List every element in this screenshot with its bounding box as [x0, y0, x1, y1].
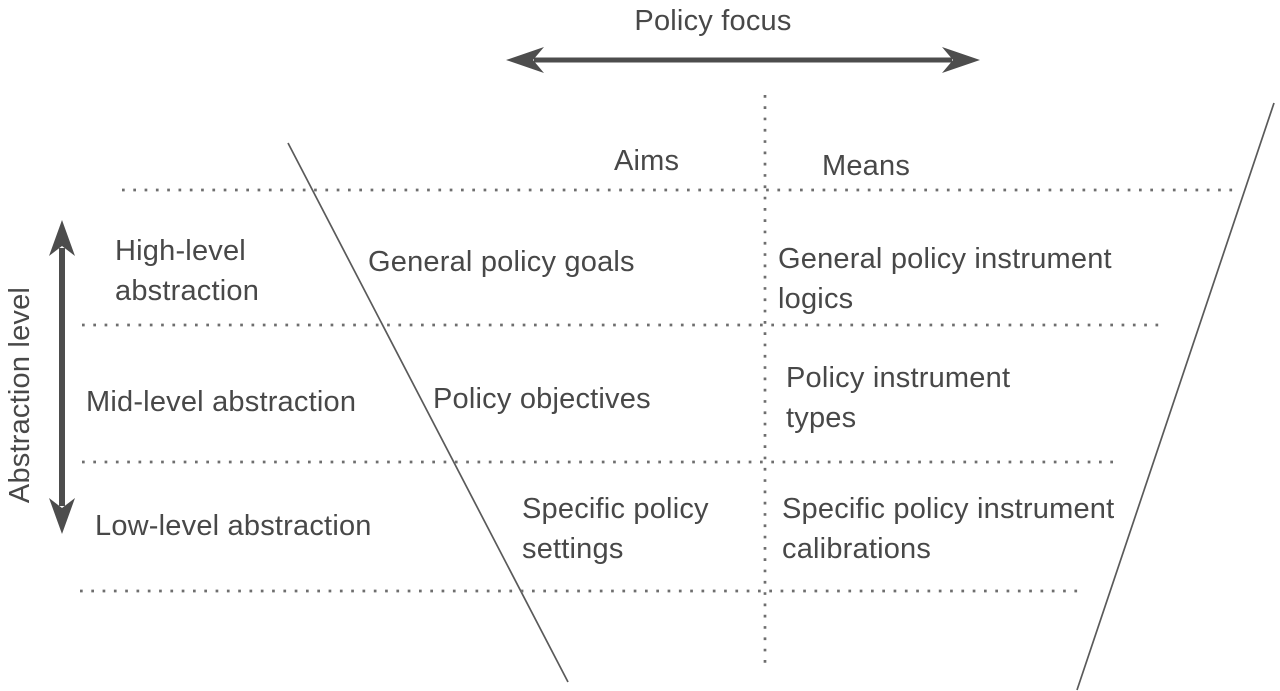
- column-header-means: Means: [822, 150, 911, 182]
- row-label-high-level: High-level abstraction: [115, 235, 260, 307]
- column-header-aims: Aims: [614, 145, 680, 177]
- dotted-grid-lines: [80, 95, 1237, 665]
- policy-focus-double-arrow: [506, 47, 980, 73]
- arrow-up-head: [49, 220, 75, 256]
- row-label-low-level: Low-level abstraction: [95, 510, 372, 542]
- cell-low-aims: Specific policy settings: [522, 493, 709, 565]
- left-axis-title: Abstraction level: [4, 286, 36, 504]
- arrow-down-head: [49, 498, 75, 534]
- cell-low-means: Specific policy instrument calibrations: [782, 493, 1115, 565]
- cell-mid-means: Policy instrument types: [786, 362, 1011, 434]
- arrow-right-head: [942, 47, 980, 73]
- cell-high-means: General policy instrument logics: [778, 243, 1112, 315]
- cell-high-aims: General policy goals: [368, 246, 635, 278]
- funnel-right-line: [1076, 102, 1275, 691]
- abstraction-level-double-arrow: [49, 220, 75, 534]
- arrow-left-head: [506, 47, 544, 73]
- row-label-mid-level: Mid-level abstraction: [86, 386, 357, 418]
- top-axis-title: Policy focus: [634, 5, 792, 37]
- cell-mid-aims: Policy objectives: [433, 383, 651, 415]
